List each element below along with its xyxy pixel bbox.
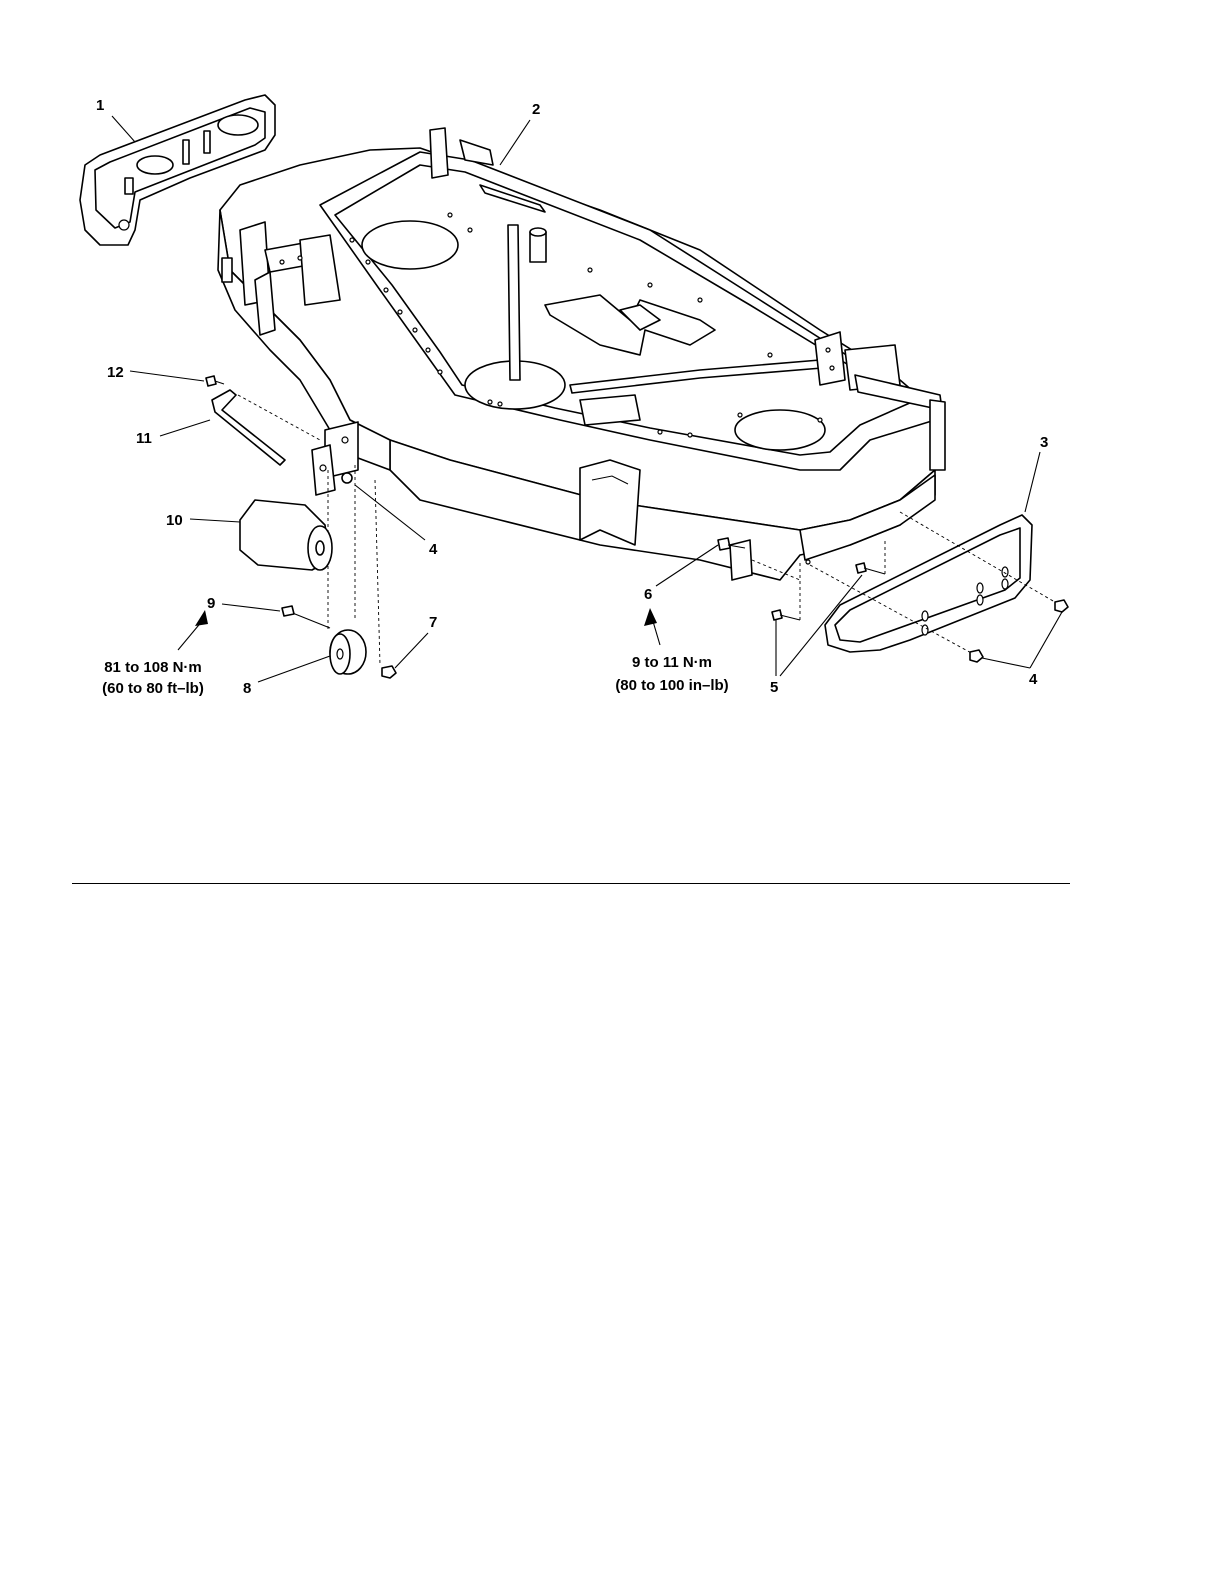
callout-1: 1: [96, 97, 104, 114]
callout-9: 9: [207, 595, 215, 612]
anti-scalp-wheel: [330, 630, 366, 674]
section-divider: [72, 883, 1070, 884]
callout-12: 12: [107, 364, 124, 381]
torque-right-imperial: (80 to 100 in–lb): [615, 677, 728, 694]
torque-left-metric: 81 to 108 N·m: [104, 659, 202, 676]
bracket-nut-left: [342, 473, 352, 483]
callout-3: 3: [1040, 434, 1048, 451]
callout-2: 2: [532, 101, 540, 118]
torque-spec-left: 81 to 108 N·m (60 to 80 ft–lb): [102, 659, 204, 697]
callout-5: 5: [770, 679, 778, 696]
callout-8: 8: [243, 680, 251, 697]
callout-7: 7: [429, 614, 437, 631]
callout-10: 10: [166, 512, 183, 529]
mower-deck-exploded-diagram: 1 2 3 4 4 5 6 7 8 9 10 11 12 81 to 108 N…: [0, 0, 1224, 760]
torque-spec-right: 9 to 11 N·m (80 to 100 in–lb): [615, 654, 728, 694]
callout-4-left: 4: [429, 541, 438, 558]
rod-retaining-bolt: [206, 376, 224, 386]
roller-bolt: [282, 606, 330, 628]
roller-shaft-rod: [212, 390, 320, 465]
torque-right-metric: 9 to 11 N·m: [632, 654, 712, 671]
callout-6: 6: [644, 586, 652, 603]
callout-4-right: 4: [1029, 671, 1038, 688]
wheel-nut: [382, 666, 396, 678]
callout-11: 11: [136, 430, 152, 447]
deck-roller: [240, 500, 332, 570]
torque-left-imperial: (60 to 80 ft–lb): [102, 680, 204, 697]
